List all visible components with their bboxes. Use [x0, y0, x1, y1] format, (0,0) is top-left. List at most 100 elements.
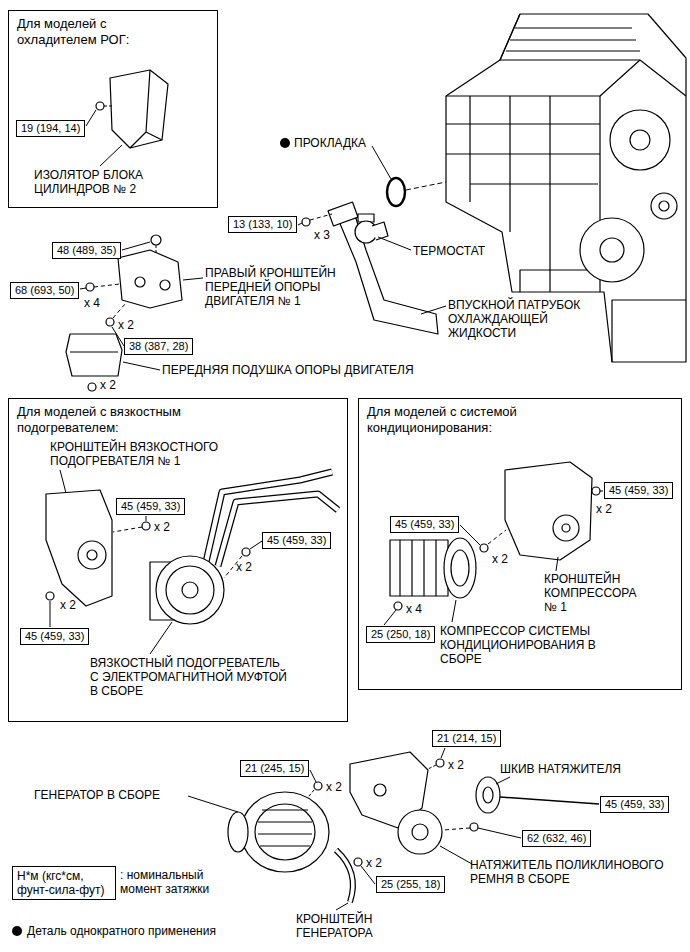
quantity-label: x 2 [60, 598, 76, 612]
insulator-drawing [110, 70, 168, 148]
torque-value: 13 (133, 10) [233, 218, 292, 230]
torque-spec-box: 21 (245, 15) [240, 760, 309, 777]
alternator-and-tensioner-drawing [336, 903, 348, 910]
alternator-and-tensioner-drawing [496, 777, 510, 784]
quantity-label: x 2 [366, 856, 382, 870]
viscous-heater-drawing [242, 548, 250, 556]
viscous-heater-drawing [50, 601, 51, 627]
torque-spec-box: 45 (459, 33) [390, 516, 459, 533]
alternator-and-tensioner-drawing [188, 796, 238, 812]
engine-mount-drawing [122, 242, 150, 250]
engine-drawing [630, 130, 650, 150]
compressor-drawing [553, 515, 579, 541]
compressor-drawing [384, 462, 603, 625]
engine-drawing [506, 28, 640, 51]
engine-drawing [446, 14, 686, 362]
viscous-heater-drawing [156, 556, 224, 624]
part-label: КОМПРЕССОР СИСТЕМЫ КОНДИЦИОНИРОВАНИЯ В С… [440, 624, 610, 666]
viscous-heater-drawing [206, 472, 338, 566]
torque-spec-box: 68 (693, 50) [10, 282, 79, 299]
torque-value: 21 (214, 15) [437, 732, 496, 744]
engine-drawing [446, 96, 600, 292]
quantity-label: x 4 [84, 296, 100, 310]
alternator-and-tensioner-drawing [412, 824, 428, 840]
alternator-and-tensioner-drawing [500, 797, 599, 804]
compressor-drawing [394, 602, 402, 610]
alternator-and-tensioner-drawing [310, 770, 316, 782]
gasket [387, 178, 405, 206]
part-label: ПРОКЛАДКА [294, 136, 366, 150]
alternator-and-tensioner-drawing [478, 828, 521, 838]
viscous-heater-drawing [146, 516, 147, 521]
torque-spec-box: 13 (133, 10) [228, 216, 297, 233]
engine-drawing [610, 110, 670, 170]
compressor-drawing [390, 540, 448, 596]
viscous-heater-drawing [250, 541, 262, 549]
torque-value: 45 (459, 33) [609, 484, 668, 496]
viscous-heater-drawing [166, 566, 214, 614]
torque-spec-box: 45 (459, 33) [262, 532, 331, 549]
insulator-drawing [104, 106, 112, 107]
compressor-drawing [505, 462, 592, 560]
engine-mount-drawing [80, 288, 86, 289]
torque-spec-box: 48 (489, 35) [52, 242, 121, 259]
torque-spec-box: 45 (459, 33) [20, 628, 89, 645]
compressor-drawing [480, 544, 488, 552]
viscous-heater-drawing [46, 490, 112, 606]
engine-mount-drawing [151, 235, 161, 245]
alternator-and-tensioner-drawing [476, 777, 500, 813]
legend-text: Деталь однократного применения [27, 924, 216, 938]
compressor-drawing [384, 610, 396, 625]
alternator-and-tensioner-drawing [443, 828, 470, 830]
engine-drawing [600, 238, 624, 262]
engine-mount-drawing [118, 250, 182, 308]
insulator-drawing [86, 110, 96, 126]
alternator-and-tensioner-drawing [374, 784, 386, 796]
viscous-heater-drawing [60, 470, 66, 493]
one-time-part-dot [12, 926, 22, 936]
torque-spec-box: 25 (250, 18) [366, 626, 435, 643]
part-label: ПРАВЫЙ КРОНШТЕЙН ПЕРЕДНЕЙ ОПОРЫ ДВИГАТЕЛ… [205, 266, 355, 308]
engine-drawing [500, 60, 686, 96]
engine-mount-drawing [94, 284, 120, 287]
torque-value: 62 (632, 46) [527, 832, 586, 844]
quantity-label: x 2 [596, 502, 612, 516]
torque-value: 45 (459, 33) [25, 630, 84, 642]
engine-mount-drawing [183, 278, 203, 280]
legend-entry: Деталь однократного применения [12, 924, 216, 938]
viscous-heater-drawing [87, 550, 97, 560]
insulator-drawing [130, 70, 162, 148]
part-label: ВЯЗКОСТНЫЙ ПОДОГРЕВАТЕЛЬ С ЭЛЕКТРОМАГНИТ… [90, 656, 291, 698]
part-label: КРОНШТЕЙН ГЕНЕРАТОРА [296, 912, 391, 940]
torque-spec-box: 45 (459, 33) [116, 498, 185, 515]
engine-mount-drawing [135, 277, 145, 287]
compressor-drawing [488, 530, 506, 544]
engine-mount-drawing [123, 362, 160, 370]
compressor-drawing [451, 550, 469, 586]
viscous-heater-drawing [206, 472, 338, 566]
coolant-inlet-and-thermostat [310, 214, 332, 220]
torque-spec-box: 38 (387, 28) [124, 338, 193, 355]
quantity-label: x 3 [314, 228, 330, 242]
viscous-heater-drawing [150, 622, 172, 654]
part-label: ПЕРЕДНЯЯ ПОДУШКА ОПОРЫ ДВИГАТЕЛЯ [162, 363, 414, 377]
quantity-label: x 2 [100, 378, 116, 392]
part-label: КРОНШТЕЙН КОМПРЕССОРА № 1 [544, 572, 652, 614]
coolant-inlet-and-thermostat [336, 206, 438, 334]
frame-heading: Для моделей с охладителем РОГ: [17, 16, 142, 48]
part-label: ШКИВ НАТЯЖИТЕЛЯ [500, 762, 621, 776]
alternator-and-tensioner-drawing [398, 810, 442, 854]
quantity-label: x 2 [154, 520, 170, 534]
quantity-label: x 2 [492, 552, 508, 566]
coolant-inlet-and-thermostat [328, 202, 358, 226]
quantity-label: x 2 [326, 780, 342, 794]
alternator-and-tensioner-drawing [258, 810, 312, 846]
alternator-and-tensioner-drawing [441, 748, 445, 758]
legend-note: : номинальный момент затяжки [120, 868, 228, 896]
quantity-label: x 2 [236, 560, 252, 574]
viscous-heater-drawing [113, 527, 142, 532]
compressor-drawing [400, 540, 436, 596]
torque-value: 19 (194, 14) [21, 122, 80, 134]
compressor-drawing [452, 600, 456, 622]
alternator-and-tensioner-drawing [440, 846, 472, 864]
